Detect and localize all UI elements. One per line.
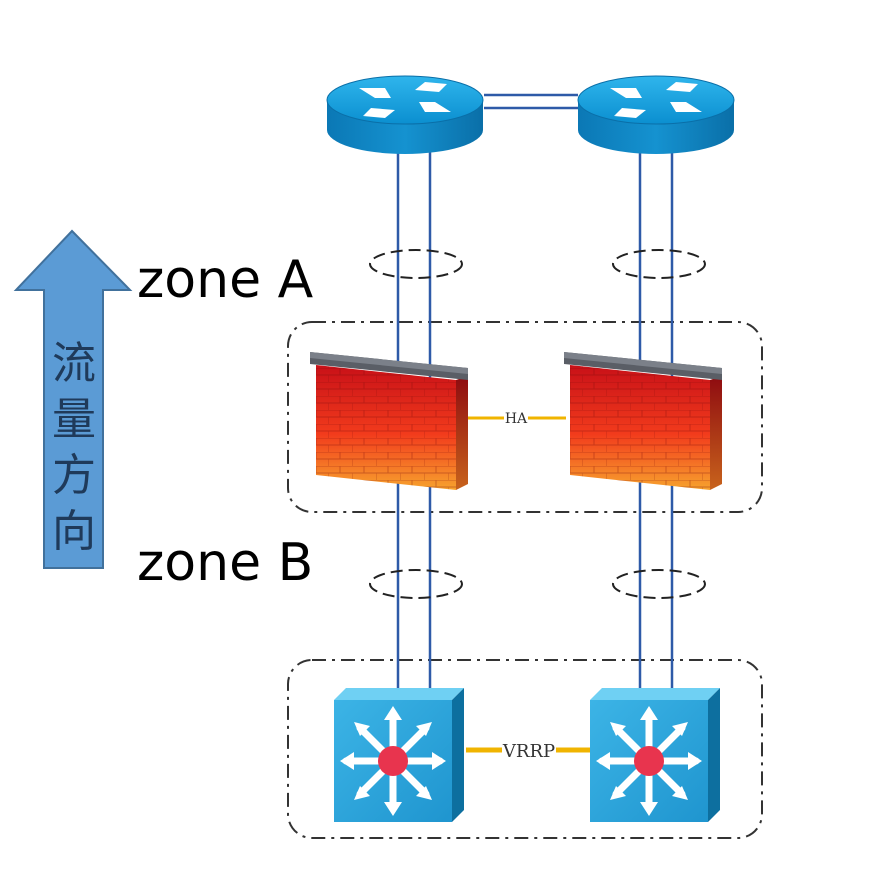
link-aggregation-markers <box>369 249 706 599</box>
traffic-direction-arrow: 流 量 方 向 <box>13 229 133 569</box>
switch-group-boundary <box>287 659 763 839</box>
ha-label: HA <box>505 411 528 427</box>
firewall-icon <box>564 352 722 490</box>
link-aggregation-ellipse <box>369 569 463 599</box>
zone-a-label: zone A <box>137 250 314 310</box>
zone-b-label: zone B <box>137 533 313 593</box>
link-aggregation-ellipse <box>369 249 463 279</box>
up-arrow-icon <box>13 229 133 569</box>
firewall-left <box>310 352 468 490</box>
firewall-icon <box>310 352 468 490</box>
ha-link: HA <box>468 411 566 427</box>
arrow-text-char-3: 方 <box>52 450 96 501</box>
l3-switch-icon <box>590 688 720 822</box>
switch-left <box>334 688 464 822</box>
firewall-group-boundary <box>287 321 763 513</box>
firewall-right <box>564 352 722 490</box>
arrow-text-char-1: 流 <box>52 338 96 389</box>
router-icon <box>577 75 735 155</box>
l3-switch-icon <box>334 688 464 822</box>
router-right <box>577 75 735 155</box>
link-aggregation-ellipse <box>612 569 706 599</box>
vrrp-link: VRRP <box>466 741 590 762</box>
router-interconnect <box>484 93 578 110</box>
cables <box>396 150 674 690</box>
arrow-text-char-4: 向 <box>52 506 96 557</box>
router-left <box>326 75 484 155</box>
router-icon <box>326 75 484 155</box>
vrrp-label: VRRP <box>502 741 555 762</box>
switch-right <box>590 688 720 822</box>
arrow-text-char-2: 量 <box>52 394 96 445</box>
link-aggregation-ellipse <box>612 249 706 279</box>
